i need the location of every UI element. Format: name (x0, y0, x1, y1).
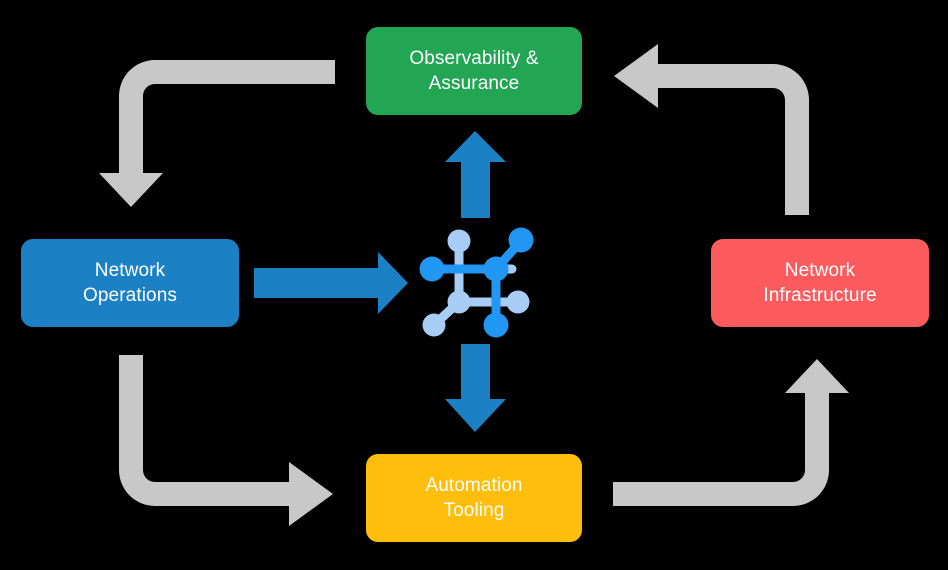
node-label-network-infrastructure: Network Infrastructure (763, 259, 877, 306)
blue-arrow-center-to-automation (445, 344, 506, 432)
node-label-network-operations: Network Operations (83, 259, 177, 306)
node-label-observability: Observability & Assurance (409, 47, 539, 94)
blue-arrow-center-to-observability (445, 131, 506, 218)
gray-arrow-automation-to-infrastructure (613, 359, 849, 506)
gray-arrow-infrastructure-to-observability (614, 44, 809, 215)
node-box-network-infrastructure[interactable]: Network Infrastructure (711, 239, 929, 327)
gray-arrow-operations-to-automation (119, 355, 333, 526)
blue-arrow-operations-to-center (254, 252, 408, 314)
node-box-automation-tooling[interactable]: Automation Tooling (366, 454, 582, 542)
node-box-observability[interactable]: Observability & Assurance (366, 27, 582, 115)
node-box-network-operations[interactable]: Network Operations (21, 239, 239, 327)
node-label-automation-tooling: Automation Tooling (425, 474, 523, 521)
gray-arrow-observability-to-operations (99, 60, 335, 207)
